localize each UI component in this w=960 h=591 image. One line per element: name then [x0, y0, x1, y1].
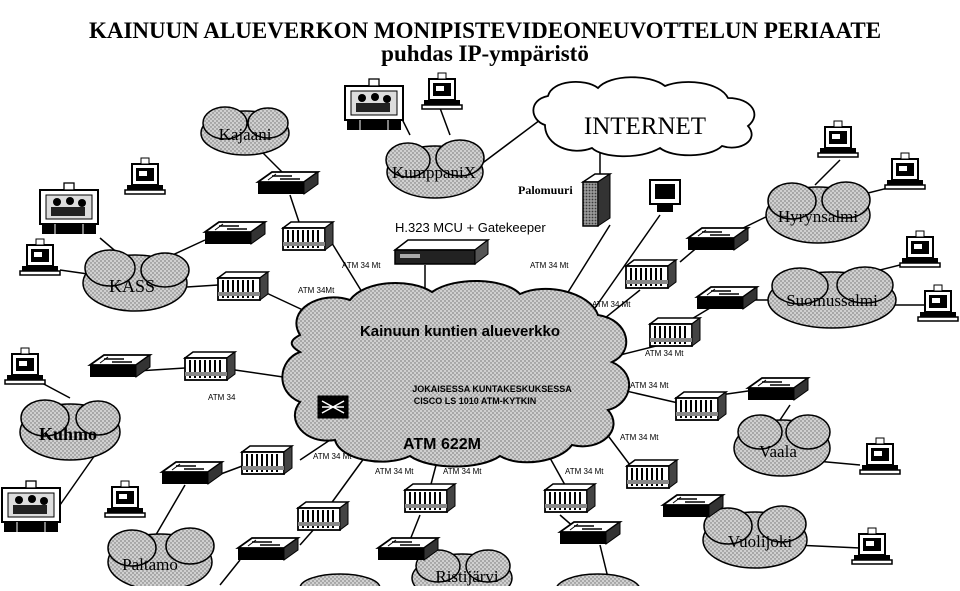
chassis-bottom-left [297, 501, 349, 531]
diagram-title: KAINUUN ALUEVERKON MONIPISTEVIDEONEUVOTT… [89, 18, 881, 43]
label-core-note-1: JOKAISESSA KUNTAKESKUKSESSA [412, 384, 572, 394]
videoconf-room-kuhmo [1, 480, 61, 533]
chassis-vaala [675, 391, 727, 421]
cloud-kumppanix [385, 139, 485, 199]
cloud-internet [532, 76, 756, 158]
workstation-vaala [859, 437, 901, 475]
cloud-suomussalmi [767, 266, 897, 329]
switch-kass [204, 221, 266, 245]
chassis-kajaani [282, 221, 334, 251]
link-label-paltamo: ATM 34 Mt [313, 452, 352, 461]
link-label-mid-3: ATM 34 Mt [565, 467, 604, 476]
cloud-kuhmo [19, 399, 121, 461]
firewall-device [580, 173, 613, 227]
switch-bottom-right [559, 521, 621, 545]
switch-hyrynsalmi [687, 227, 749, 251]
chassis-suomussalmi [649, 317, 701, 347]
cloud-hyrynsalmi [765, 181, 871, 244]
workstation-suomussalmi-1 [899, 230, 941, 268]
label-vuolijoki: Vuolijoki [728, 532, 792, 551]
label-kuhmo: Kuhmo [39, 424, 97, 444]
diagram-subtitle: puhdas IP-ympäristö [381, 41, 589, 66]
mcu-device [392, 238, 491, 266]
label-kass: KASS [109, 276, 155, 296]
cloud-partial-bottom-right [555, 573, 641, 591]
cloud-vaala [733, 414, 831, 477]
label-core-note-2: CISCO LS 1010 ATM-KYTKIN [414, 396, 537, 406]
workstation-suomussalmi-2 [917, 284, 959, 322]
label-mcu: H.323 MCU + Gatekeeper [395, 220, 546, 235]
workstation-paltamo [104, 480, 146, 518]
chassis-vuolijoki [626, 459, 678, 489]
cloud-vuolijoki [702, 505, 808, 569]
chassis-hyrynsalmi [625, 259, 677, 289]
link-label-vaala: ATM 34 Mt [630, 381, 669, 390]
cloud-partial-bottom-left [299, 573, 381, 591]
switch-kajaani [257, 171, 319, 195]
link-label-mid-1: ATM 34 Mt [375, 467, 414, 476]
workstation-vuolijoki [851, 527, 893, 565]
link-label-suomussalmi: ATM 34 Mt [645, 349, 684, 358]
label-paltamo: Paltamo [122, 555, 178, 574]
link-label-firewall: ATM 34 Mt [530, 261, 569, 270]
label-internet: INTERNET [584, 113, 706, 140]
label-hyrynsalmi: Hyrynsalmi [778, 207, 859, 226]
workstation-kass-1 [124, 157, 166, 195]
link-label-kuhmo: ATM 34 [208, 393, 236, 402]
label-firewall: Palomuuri [518, 183, 573, 197]
switch-paltamo [161, 461, 223, 485]
link-label-vuolijoki: ATM 34 Mt [620, 433, 659, 442]
chassis-kuhmo [184, 351, 236, 381]
link-label-kajaani: ATM 34 Mt [342, 261, 381, 270]
label-kumppanix: KumppaniX [392, 163, 476, 182]
chassis-paltamo [241, 445, 293, 475]
link-label-mid-2: ATM 34 Mt [443, 467, 482, 476]
switch-vaala [747, 377, 809, 401]
switch-vuolijoki [662, 494, 724, 518]
link-label-hyrynsalmi: ATM 34 Mt [592, 300, 631, 309]
label-vaala: Vaala [759, 442, 797, 461]
chassis-kass [217, 271, 269, 301]
workstation-kuhmo [4, 347, 46, 385]
chassis-bottom-right [544, 483, 596, 513]
cloud-kass [82, 249, 190, 312]
switch-kuhmo [89, 354, 151, 378]
core-switch-icon [317, 395, 349, 419]
switch-ristijarvi [377, 537, 439, 561]
label-kajaani: Kajaani [219, 125, 272, 144]
workstation-hyrynsalmi-2 [884, 152, 926, 190]
cloud-kajaani [200, 106, 290, 156]
label-suomussalmi: Suomussalmi [786, 291, 878, 310]
workstation-kass-2 [19, 238, 61, 276]
label-backbone: ATM 622M [403, 436, 481, 453]
server-monitor [649, 179, 681, 212]
switch-suomussalmi [696, 286, 758, 310]
videoconf-room-kumppanix [344, 78, 404, 131]
workstation-hyrynsalmi-1 [817, 120, 859, 158]
switch-bottom-left [237, 537, 299, 561]
label-core-network: Kainuun kuntien alueverkko [360, 323, 560, 340]
label-ristijarvi: Ristijärvi [435, 567, 499, 586]
link-label-kass: ATM 34Mt [298, 286, 335, 295]
cloud-core-network [281, 280, 631, 468]
workstation-kumppanix [421, 72, 463, 110]
videoconf-room-kass [39, 182, 99, 235]
cloud-paltamo [107, 527, 215, 591]
chassis-ristijarvi [404, 483, 456, 513]
